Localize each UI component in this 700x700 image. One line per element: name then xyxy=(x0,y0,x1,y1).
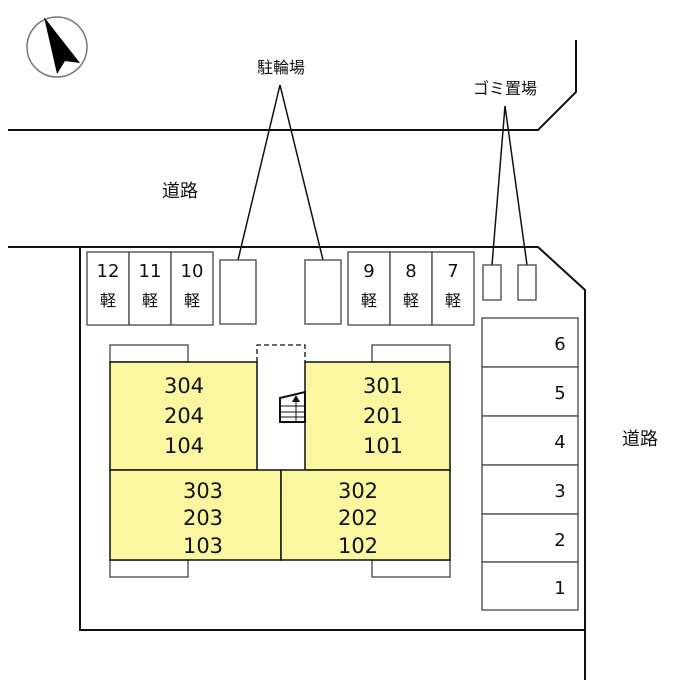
bicycle-leader-lines xyxy=(237,84,324,261)
space-number: 7 xyxy=(447,261,458,282)
balcony xyxy=(109,344,189,363)
space-number: 5 xyxy=(554,383,565,404)
unit-number: 302 xyxy=(338,479,378,503)
bicycle-parking-area xyxy=(304,259,342,325)
road-label-right: 道路 xyxy=(622,429,658,450)
unit-number: 303 xyxy=(183,479,223,503)
parking-space xyxy=(481,513,579,563)
space-kind: 軽 xyxy=(445,291,461,310)
unit-number: 104 xyxy=(164,434,204,458)
space-number: 3 xyxy=(554,481,565,502)
unit-number: 202 xyxy=(338,506,378,530)
unit-block-lower-left xyxy=(109,469,282,561)
parking-space xyxy=(481,366,579,417)
parking-space xyxy=(86,251,130,326)
space-number: 8 xyxy=(405,261,416,282)
balcony xyxy=(371,559,451,578)
building: 304 204 104 301 201 101 303 203 103 302 … xyxy=(109,344,451,578)
garbage-leader-lines xyxy=(491,105,528,266)
space-number: 6 xyxy=(554,334,565,355)
space-number: 12 xyxy=(97,261,120,282)
parking-space xyxy=(481,464,579,515)
parking-space xyxy=(170,251,214,326)
space-number: 2 xyxy=(554,530,565,551)
unit-block-lower-right xyxy=(280,469,451,561)
parking-right: 6 5 4 3 2 1 xyxy=(481,317,579,611)
parking-top-left: 12 軽 11 軽 10 軽 xyxy=(86,251,214,326)
parking-space xyxy=(481,317,579,368)
space-number: 4 xyxy=(554,432,565,453)
unit-number: 301 xyxy=(363,374,403,398)
garbage-area xyxy=(482,264,502,301)
space-number: 10 xyxy=(181,261,204,282)
space-number: 1 xyxy=(554,578,565,599)
unit-number: 101 xyxy=(363,434,403,458)
space-number: 9 xyxy=(363,261,374,282)
unit-number: 203 xyxy=(183,506,223,530)
parking-space xyxy=(431,251,475,326)
unit-number: 304 xyxy=(164,374,204,398)
parking-top-right: 9 軽 8 軽 7 軽 xyxy=(347,251,475,326)
balcony xyxy=(371,344,451,363)
space-kind: 軽 xyxy=(361,291,377,310)
space-number: 11 xyxy=(139,261,162,282)
space-kind: 軽 xyxy=(403,291,419,310)
garbage-area-label: ゴミ置場 xyxy=(473,79,537,98)
space-kind: 軽 xyxy=(142,291,158,310)
road-label-top: 道路 xyxy=(162,181,198,202)
unit-block-upper-right xyxy=(304,361,451,471)
bicycle-parking-label: 駐輪場 xyxy=(257,58,305,77)
parking-space xyxy=(481,561,579,611)
road-lines xyxy=(8,40,586,680)
space-kind: 軽 xyxy=(100,291,116,310)
stair-core-outline xyxy=(256,344,306,362)
garbage-area xyxy=(517,264,537,301)
parking-space xyxy=(128,251,172,326)
compass-north-icon xyxy=(26,16,88,78)
unit-number: 201 xyxy=(363,404,403,428)
bicycle-parking-area xyxy=(219,259,257,325)
stairs-icon xyxy=(279,390,306,423)
unit-number: 102 xyxy=(338,534,378,558)
unit-number: 204 xyxy=(164,404,204,428)
unit-number: 103 xyxy=(183,534,223,558)
balcony xyxy=(109,559,189,578)
space-kind: 軽 xyxy=(184,291,200,310)
